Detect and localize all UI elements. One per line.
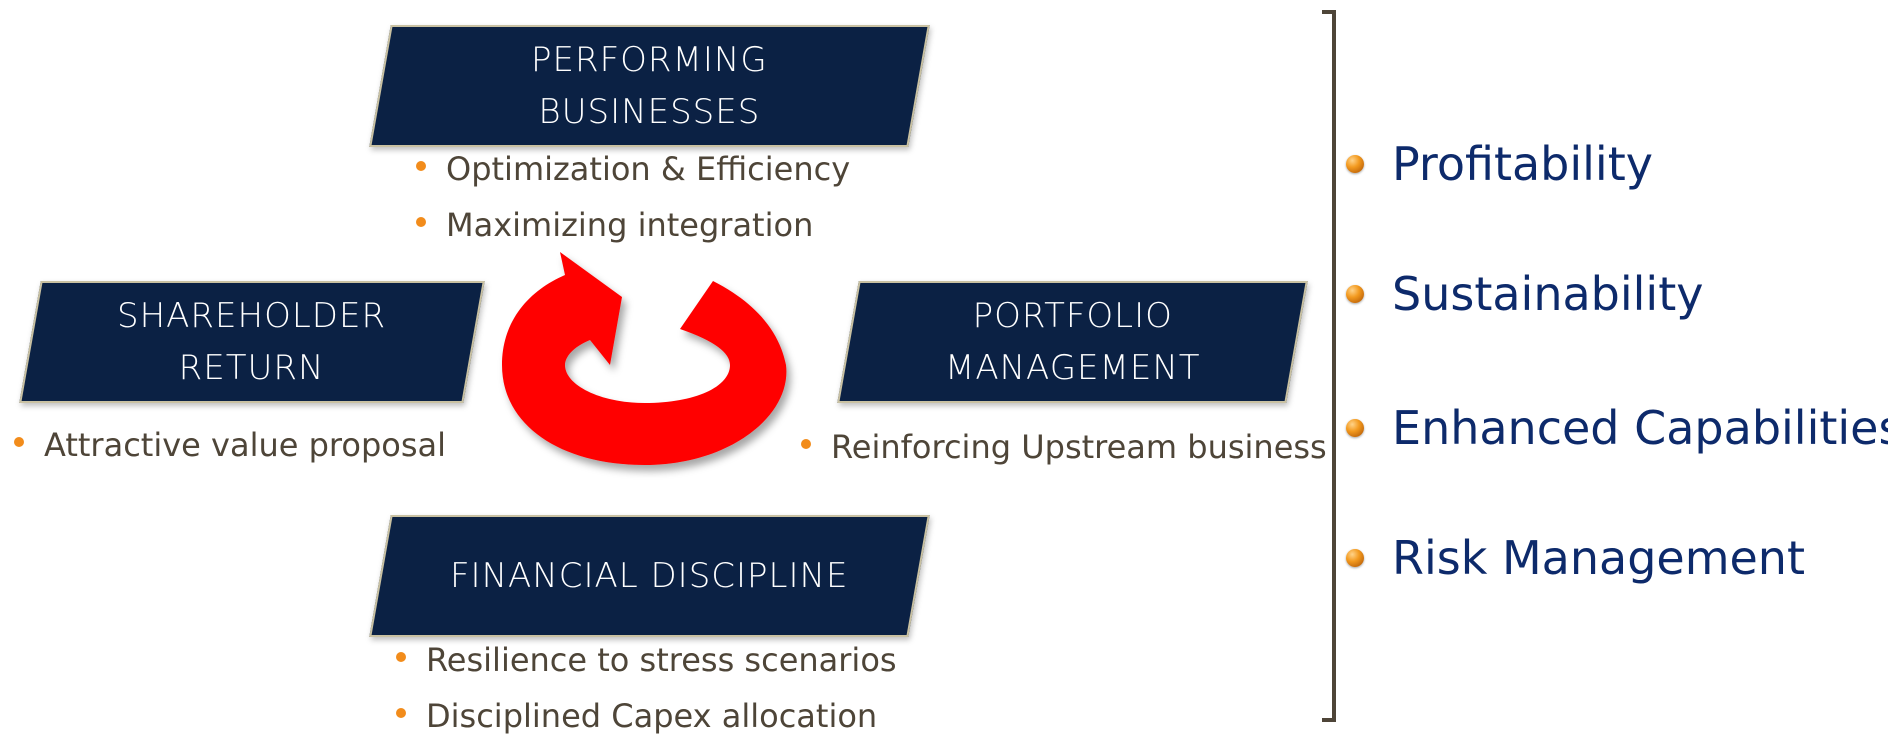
bullet-item: Maximizing integration bbox=[412, 197, 850, 253]
orange-orb-icon bbox=[1346, 285, 1364, 303]
outcome-label: Enhanced Capabilities bbox=[1392, 401, 1888, 455]
orange-orb-icon bbox=[1346, 549, 1364, 567]
pillar-portfolio-management: PORTFOLIO MANAGEMENT bbox=[837, 281, 1308, 403]
pillar-performing-businesses: PERFORMING BUSINESSES bbox=[369, 25, 930, 147]
pillar-title: PERFORMING BUSINESSES bbox=[531, 40, 768, 132]
outcome-label: Sustainability bbox=[1392, 267, 1704, 321]
bullet-item: Optimization & Efficiency bbox=[412, 141, 850, 197]
pillar-title: FINANCIAL DISCIPLINE bbox=[450, 556, 849, 596]
performing-bullets: Optimization & Efficiency Maximizing int… bbox=[412, 141, 850, 253]
pillar-shareholder-return: SHAREHOLDER RETURN bbox=[19, 281, 485, 403]
bullet-item: Attractive value proposal bbox=[10, 417, 446, 473]
outcome-enhanced-capabilities: Enhanced Capabilities bbox=[1346, 398, 1888, 458]
financial-bullets: Resilience to stress scenarios Disciplin… bbox=[392, 632, 897, 744]
shareholder-bullets: Attractive value proposal bbox=[10, 417, 446, 473]
outcomes-bracket bbox=[1322, 10, 1336, 722]
portfolio-bullets: Reinforcing Upstream business bbox=[797, 419, 1327, 475]
orange-orb-icon bbox=[1346, 155, 1364, 173]
outcome-profitability: Profitability bbox=[1346, 134, 1653, 194]
pillar-title: PORTFOLIO MANAGEMENT bbox=[944, 296, 1201, 388]
outcome-label: Profitability bbox=[1392, 137, 1653, 191]
orange-orb-icon bbox=[1346, 419, 1364, 437]
outcome-sustainability: Sustainability bbox=[1346, 264, 1703, 324]
pillar-title: SHAREHOLDER RETURN bbox=[117, 296, 387, 388]
circular-arrow-icon bbox=[502, 252, 787, 465]
bullet-item: Disciplined Capex allocation bbox=[392, 688, 897, 744]
outcome-label: Risk Management bbox=[1392, 531, 1805, 585]
bullet-item: Reinforcing Upstream business bbox=[797, 419, 1327, 475]
bullet-item: Resilience to stress scenarios bbox=[392, 632, 897, 688]
pillar-financial-discipline: FINANCIAL DISCIPLINE bbox=[369, 515, 930, 637]
outcome-risk-management: Risk Management bbox=[1346, 528, 1805, 588]
circular-arrow-body bbox=[502, 252, 787, 465]
